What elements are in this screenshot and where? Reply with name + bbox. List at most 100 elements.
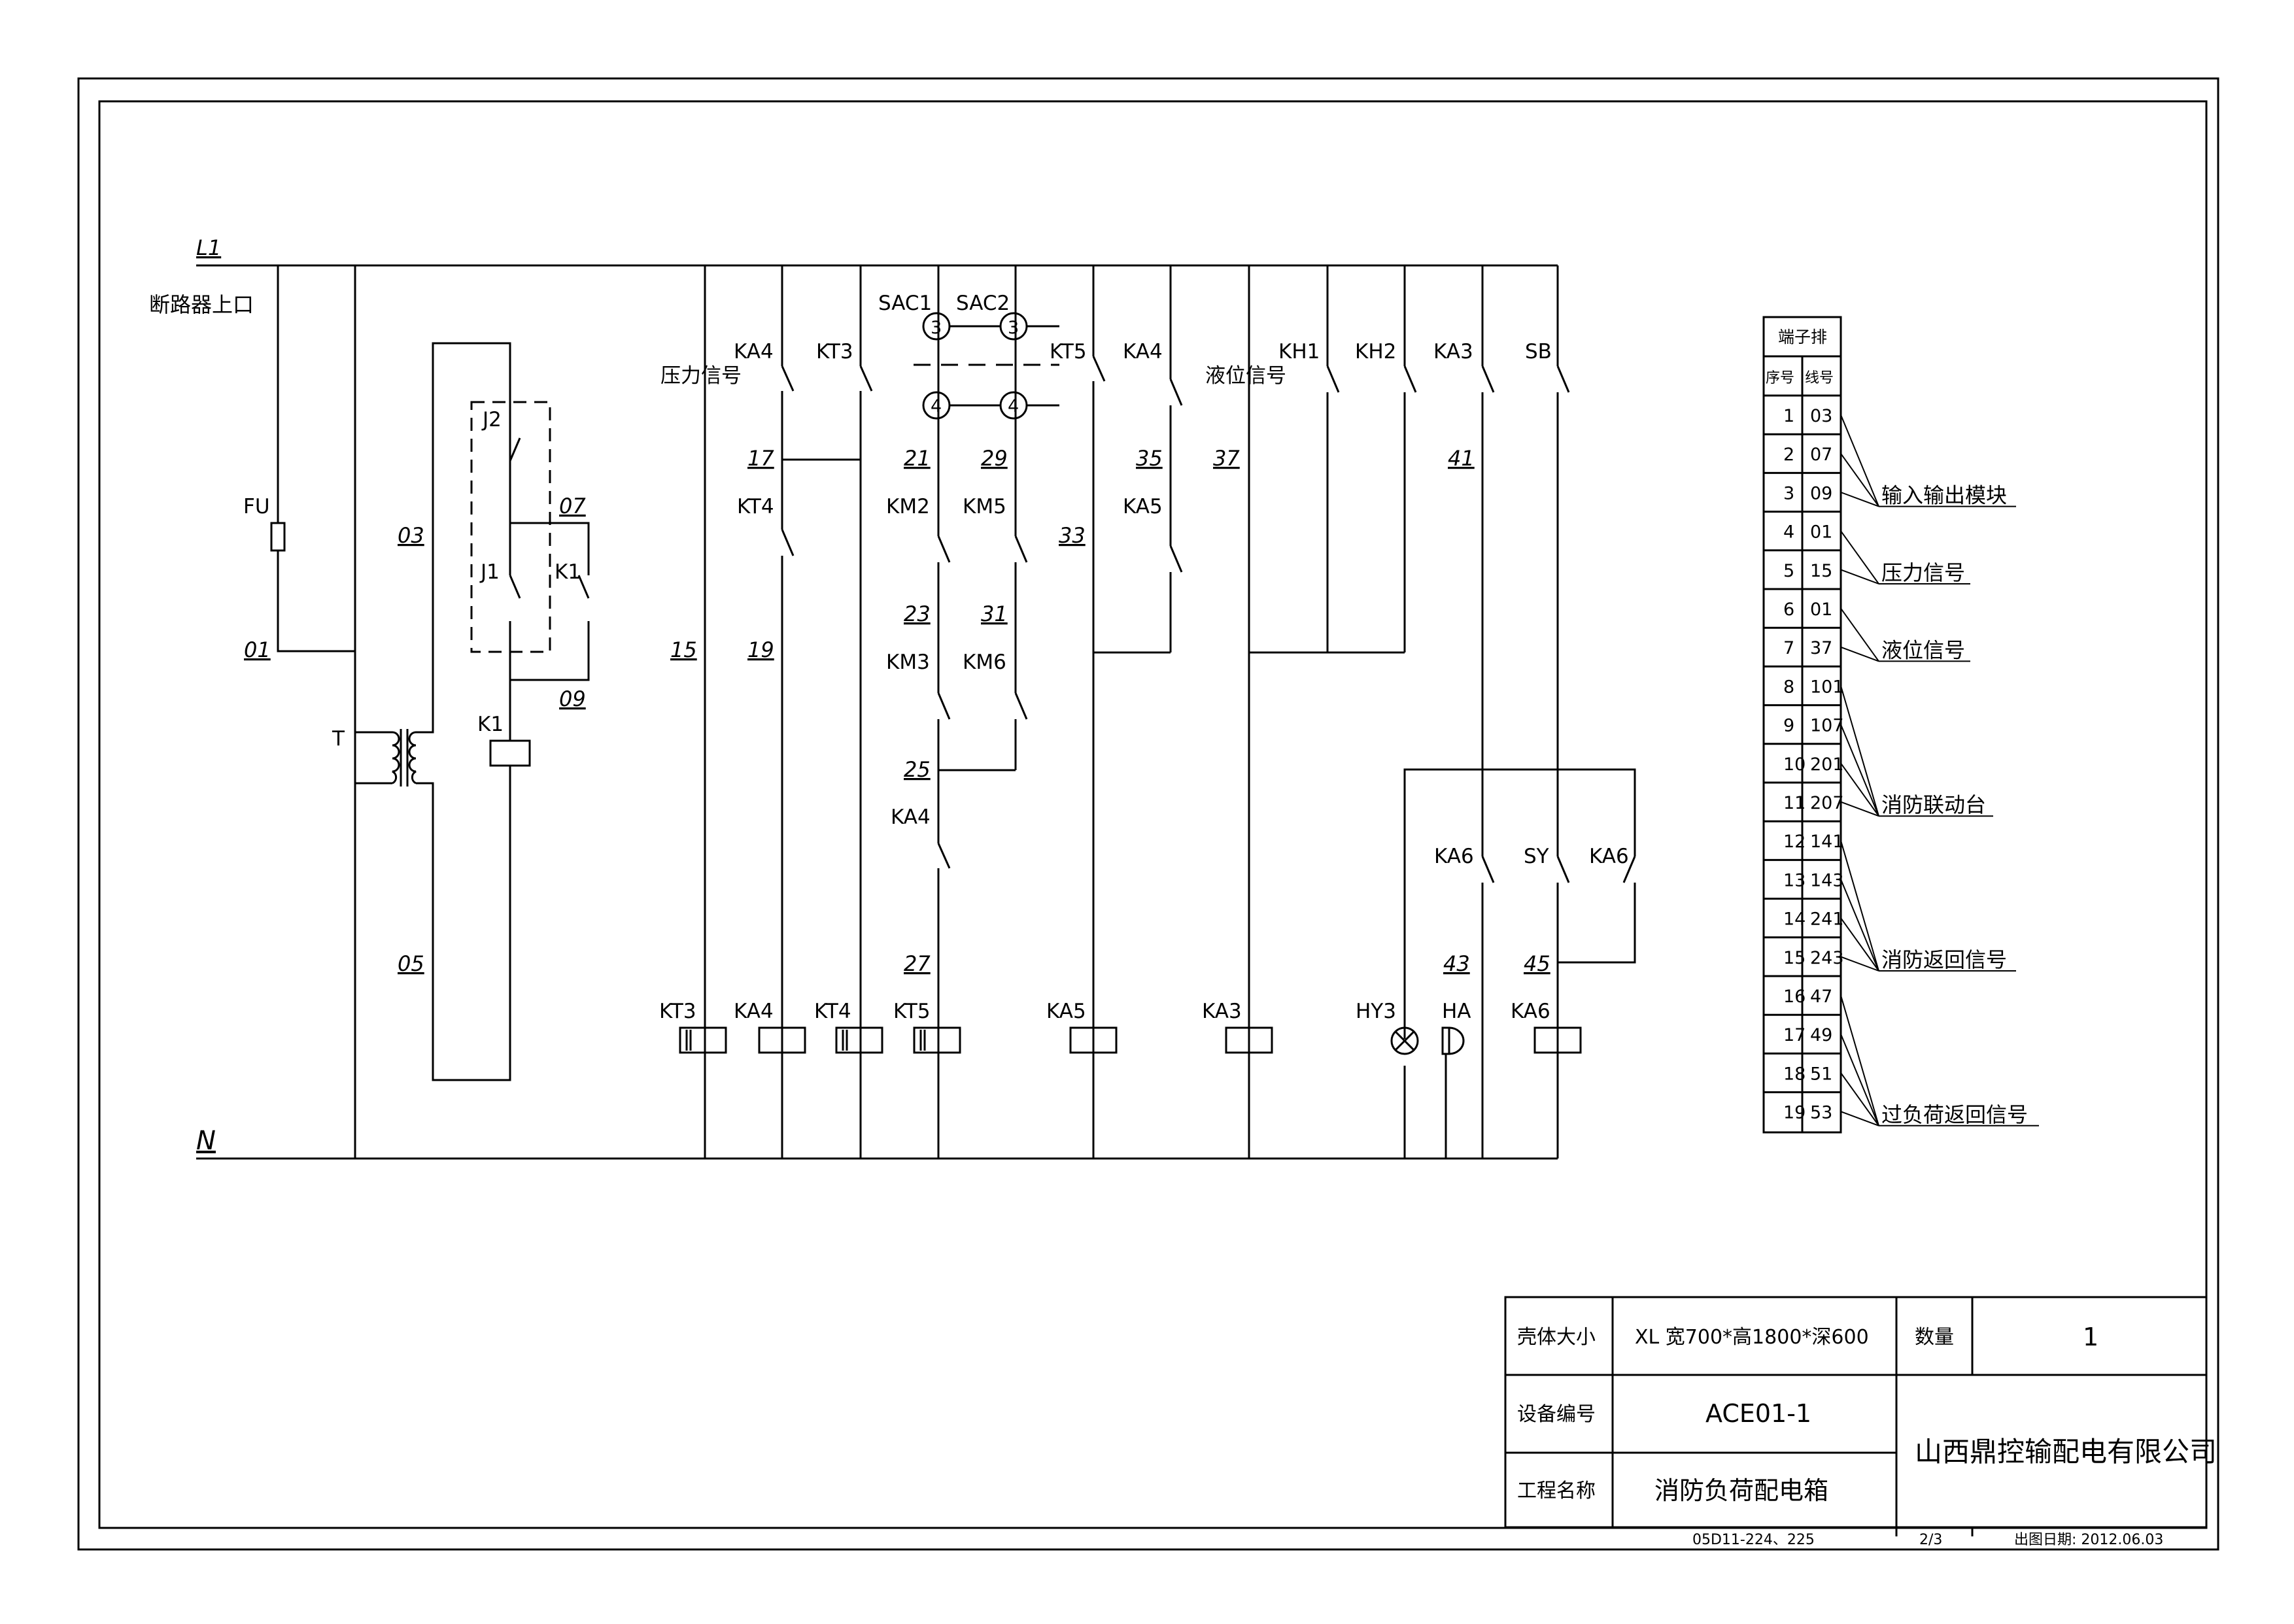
- terminal-wire: 141: [1810, 832, 1844, 852]
- wire-27: 27: [904, 951, 931, 976]
- k1-coil-label: K1: [477, 713, 504, 736]
- terminal-leader: [1840, 646, 1879, 662]
- terminal-group-label: 消防返回信号: [1881, 947, 2007, 972]
- wire-19: 19: [747, 637, 774, 662]
- lamp-hy3-label: HY3: [1356, 1000, 1396, 1023]
- coil-ka4-label: KA4: [734, 1000, 774, 1023]
- terminal-wire: 107: [1810, 716, 1844, 736]
- wire-37: 37: [1213, 446, 1240, 471]
- wire-23: 23: [904, 601, 931, 626]
- terminal-wire: 243: [1810, 948, 1844, 968]
- terminal-seq: 19: [1783, 1103, 1806, 1123]
- wire-09: 09: [559, 686, 586, 711]
- coil-kt3-symbol: [679, 1026, 727, 1054]
- terminal-seq: 1: [1783, 406, 1794, 426]
- wire-21: 21: [904, 446, 931, 471]
- coil-kt5-label: KT5: [893, 1000, 931, 1023]
- terminal-wire: 143: [1810, 870, 1844, 890]
- wire-01: 01: [244, 637, 271, 662]
- wire-43: 43: [1443, 951, 1470, 976]
- project-value: 消防负荷配电箱: [1654, 1476, 1828, 1505]
- company-name: 山西鼎控输配电有限公司: [1915, 1436, 2217, 1468]
- j2-label: J2: [481, 408, 502, 431]
- pressure-signal-label: 压力信号: [660, 364, 742, 388]
- level-signal-label: 液位信号: [1205, 364, 1286, 388]
- coil-ka5-symbol: [1069, 1026, 1118, 1054]
- km2-label: KM2: [886, 495, 930, 518]
- coil-ka5-label: KA5: [1046, 1000, 1086, 1023]
- terminal-seq: 18: [1783, 1064, 1806, 1084]
- terminal-seq: 14: [1783, 909, 1806, 930]
- terminal-wire: 15: [1810, 561, 1832, 581]
- coil-ka3-label: KA3: [1202, 1000, 1242, 1023]
- terminal-seq: 4: [1783, 522, 1794, 543]
- kh2-label: KH2: [1355, 340, 1396, 364]
- terminal-leader: [1840, 917, 1879, 972]
- sac2-pos4: 4: [1008, 396, 1019, 416]
- kt3-contact-label: KT3: [816, 340, 853, 364]
- sy-label: SY: [1524, 845, 1549, 868]
- terminal-seq: 5: [1783, 561, 1794, 581]
- terminal-seq: 9: [1783, 716, 1794, 736]
- ka6-selfhold-label: KA6: [1589, 845, 1629, 868]
- k1-coil-symbol: [489, 739, 531, 767]
- qty-label: 数量: [1915, 1326, 1954, 1349]
- coil-ka6-symbol: [1533, 1026, 1582, 1054]
- ka4-series-label: KA4: [891, 805, 931, 829]
- terminal-seq: 6: [1783, 600, 1794, 620]
- terminal-leader: [1840, 840, 1879, 972]
- terminal-wire: 07: [1810, 445, 1832, 465]
- terminal-wire: 241: [1810, 909, 1844, 930]
- horn-ha-label: HA: [1442, 1000, 1471, 1023]
- coil-kt3-label: KT3: [659, 1000, 696, 1023]
- transformer-secondary: [408, 731, 417, 785]
- lamp-hy3-symbol: [1390, 1026, 1419, 1055]
- fuse-symbol: [270, 522, 286, 552]
- wire-25: 25: [904, 757, 931, 782]
- k1-contact-label: K1: [555, 560, 581, 584]
- terminal-leader: [1840, 879, 1879, 972]
- km3-label: KM3: [886, 651, 930, 674]
- terminal-seq: 12: [1783, 832, 1806, 852]
- coil-ka3-symbol: [1225, 1026, 1273, 1054]
- terminal-title: 端子排: [1778, 328, 1827, 347]
- sac2-pos3: 3: [1008, 318, 1019, 338]
- terminal-wire: 51: [1810, 1064, 1832, 1084]
- terminal-wire: 53: [1810, 1103, 1832, 1123]
- fuse-label: FU: [243, 495, 270, 518]
- sac2-label: SAC2: [956, 292, 1010, 315]
- ka5-contact-label: KA5: [1123, 495, 1163, 518]
- kh1-label: KH1: [1278, 340, 1320, 364]
- terminal-leader: [1840, 724, 1879, 817]
- n-label: N: [196, 1126, 216, 1156]
- terminal-wire: 01: [1810, 600, 1832, 620]
- terminal-leader: [1840, 530, 1879, 584]
- coil-ka4-symbol: [758, 1026, 806, 1054]
- equip-no-label: 设备编号: [1517, 1403, 1596, 1426]
- terminal-leader: [1840, 956, 1879, 972]
- terminal-group-label: 液位信号: [1881, 637, 1965, 662]
- terminal-leader: [1840, 569, 1879, 584]
- wire-35: 35: [1136, 446, 1163, 471]
- terminal-leader: [1840, 685, 1879, 817]
- terminal-leader: [1840, 801, 1879, 817]
- terminal-seq: 15: [1783, 948, 1806, 968]
- j1-label: J1: [479, 560, 500, 584]
- terminal-wire: 207: [1810, 793, 1844, 813]
- terminal-wire: 01: [1810, 522, 1832, 543]
- terminal-seq: 2: [1783, 445, 1794, 465]
- terminal-group-label: 压力信号: [1881, 560, 1965, 585]
- terminal-wire: 201: [1810, 754, 1844, 775]
- coil-kt4-symbol: [835, 1026, 883, 1054]
- transformer-primary: [392, 731, 400, 785]
- l1-label: L1: [196, 235, 221, 260]
- qty-value: 1: [2083, 1323, 2098, 1351]
- terminal-seq: 8: [1783, 677, 1794, 697]
- wire-41: 41: [1448, 446, 1475, 471]
- km6-label: KM6: [963, 651, 1006, 674]
- coil-ka6-label: KA6: [1511, 1000, 1550, 1023]
- terminal-wire: 49: [1810, 1025, 1832, 1045]
- wire-29: 29: [981, 446, 1008, 471]
- terminal-seq: 7: [1783, 638, 1794, 658]
